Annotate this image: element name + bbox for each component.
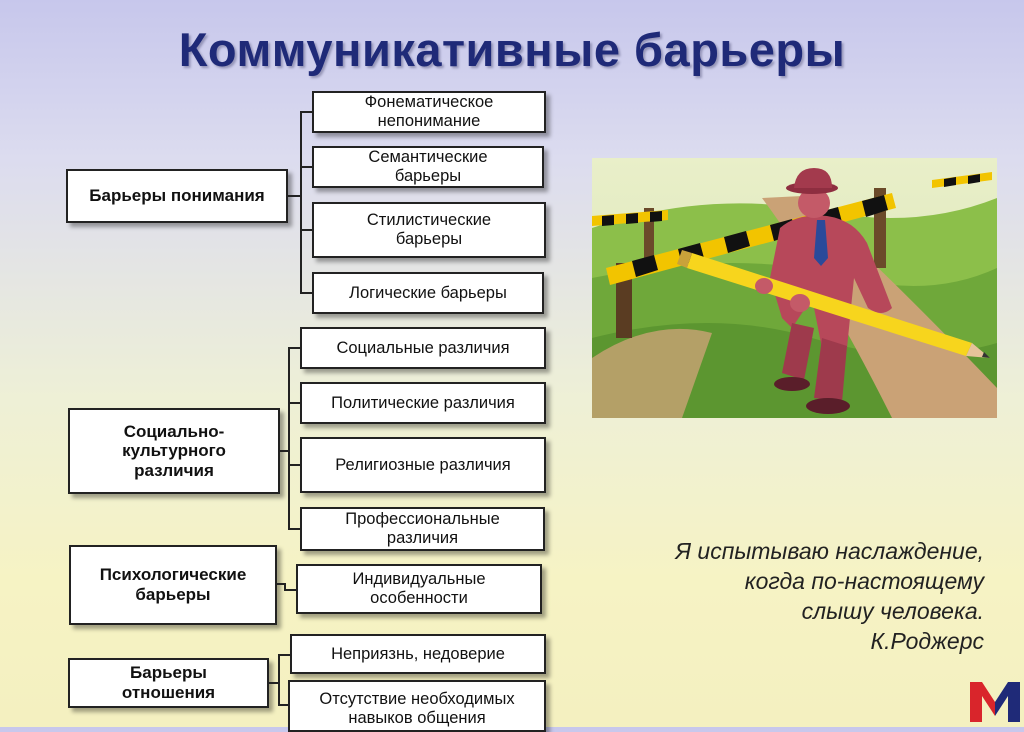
category-psychological-barriers: Психологические барьеры xyxy=(69,545,277,625)
quote-line: слышу человека. xyxy=(801,598,984,624)
quote-author: К.Роджерс xyxy=(870,628,984,654)
item-lack-skills: Отсутствие необходимых навыков общения xyxy=(288,680,546,732)
page-title: Коммуникативные барьеры xyxy=(178,23,846,76)
connector xyxy=(300,111,312,113)
item-professional: Профессиональные различия xyxy=(300,507,545,551)
connector xyxy=(269,682,279,684)
item-phonematic: Фонематическое непонимание xyxy=(312,91,546,133)
connector xyxy=(278,704,288,706)
connector xyxy=(300,229,312,231)
category-label: Барьеры понимания xyxy=(89,186,265,206)
connector xyxy=(278,654,280,706)
item-social: Социальные различия xyxy=(300,327,546,369)
category-label: Психологические барьеры xyxy=(99,565,247,604)
connector xyxy=(280,450,290,452)
category-understanding-barriers: Барьеры понимания xyxy=(66,169,288,223)
connector xyxy=(288,528,300,530)
item-political: Политические различия xyxy=(300,382,546,424)
connector xyxy=(300,292,312,294)
quote-line: Я испытываю наслаждение, xyxy=(675,538,984,564)
connector xyxy=(278,654,290,656)
connector xyxy=(284,589,296,591)
connector xyxy=(288,402,300,404)
connector xyxy=(300,112,302,294)
item-semantic: Семантические барьеры xyxy=(312,146,544,188)
connector xyxy=(288,195,301,197)
connector xyxy=(288,347,300,349)
m-logo-icon xyxy=(970,682,1020,722)
connector xyxy=(300,166,312,168)
item-religious: Религиозные различия xyxy=(300,437,546,493)
connector xyxy=(284,583,286,591)
connector xyxy=(288,347,290,530)
item-individual: Индивидуальные особенности xyxy=(296,564,542,614)
quote-line: когда по-настоящему xyxy=(744,568,984,594)
category-relationship-barriers: Барьеры отношения xyxy=(68,658,269,708)
item-stylistic: Стилистические барьеры xyxy=(312,202,546,258)
connector xyxy=(288,464,300,466)
category-sociocultural-differences: Социально- культурного различия xyxy=(68,408,280,494)
category-label: Социально- культурного различия xyxy=(122,421,226,480)
connector xyxy=(277,583,285,585)
quote: Я испытываю наслаждение, когда по-настоя… xyxy=(675,536,984,656)
category-label: Барьеры отношения xyxy=(121,663,216,702)
item-dislike: Неприязнь, недоверие xyxy=(290,634,546,674)
barrier-pencil-illustration xyxy=(592,158,997,418)
item-logical: Логические барьеры xyxy=(312,272,544,314)
